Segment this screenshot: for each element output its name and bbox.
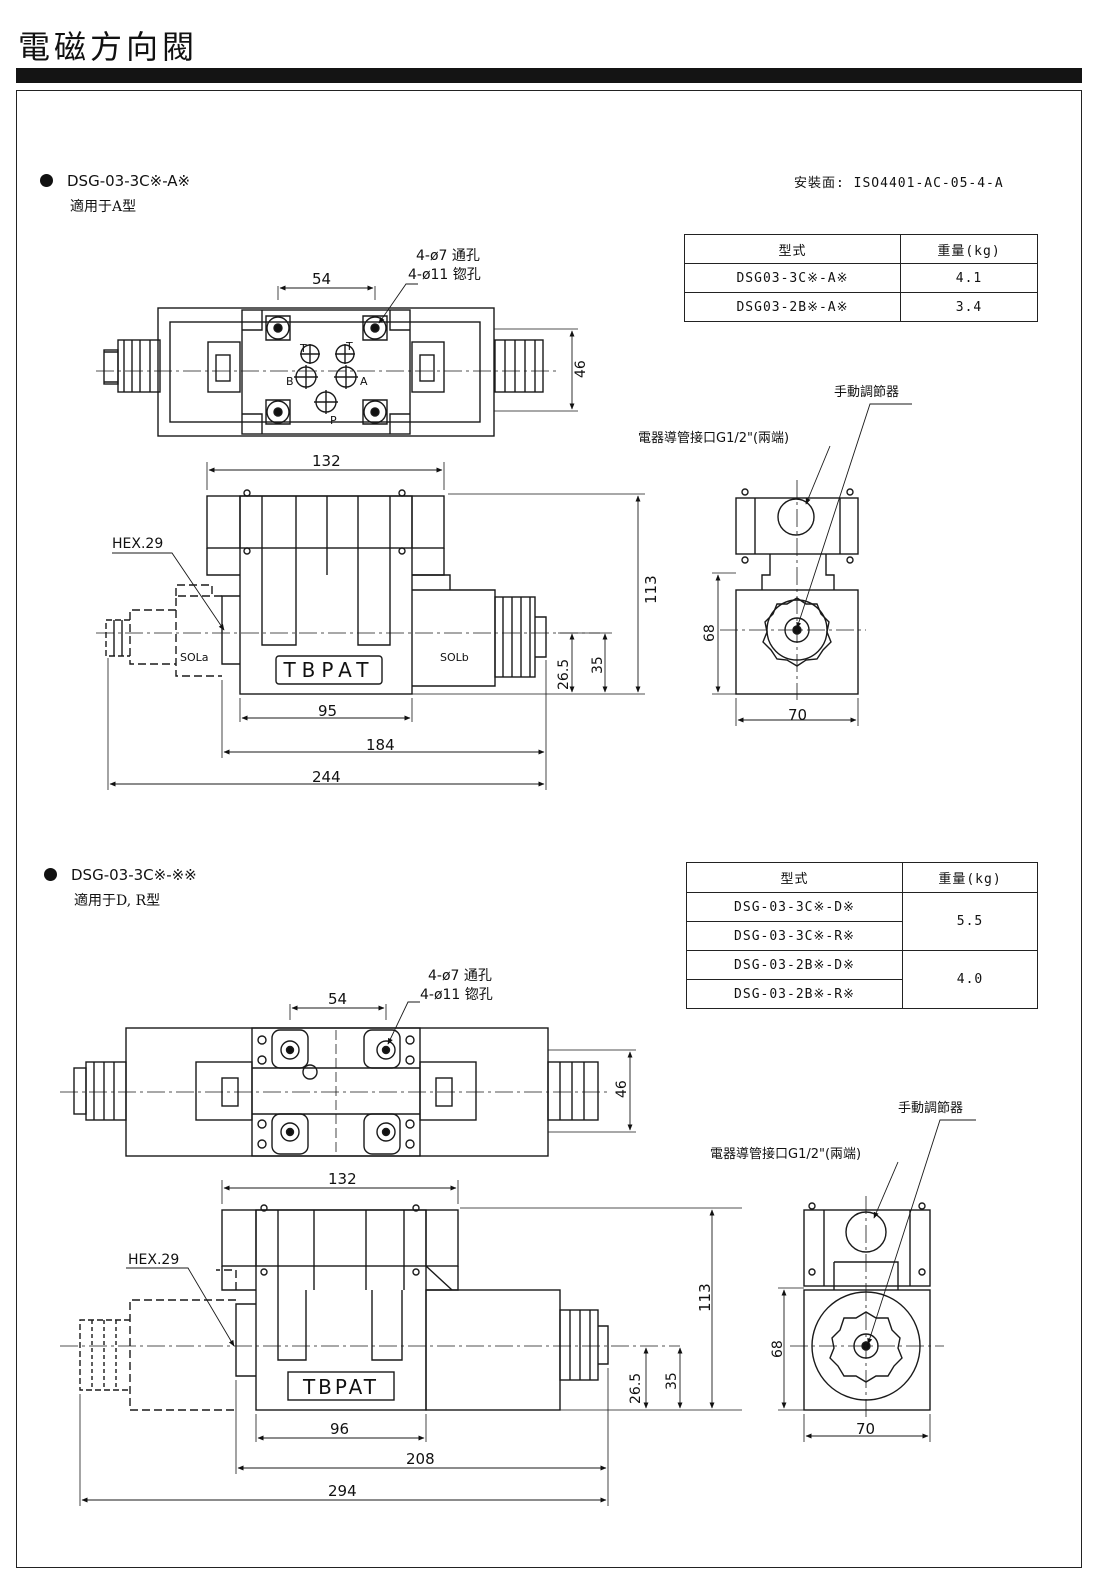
b-dim-54: 54 — [328, 990, 347, 1008]
b-hole-note-2: 4-ø11 锪孔 — [420, 987, 493, 1003]
table-row: DSG03-3C※-A※ 4.1 — [684, 263, 1038, 293]
section-a-weight-table: 型式 重量(kg) DSG03-3C※-A※ 4.1 DSG03-2B※-A※ … — [684, 234, 1038, 322]
b-hex-label: HEX.29 — [128, 1252, 179, 1268]
a-dim-70: 70 — [788, 706, 807, 724]
table-cell-weight: 4.0 — [902, 950, 1038, 1009]
b-dim-46: 46 — [614, 1080, 630, 1098]
b-dim-132: 132 — [328, 1170, 357, 1188]
b-dim-113: 113 — [696, 1283, 714, 1312]
table-cell-model: DSG03-3C※-A※ — [684, 263, 901, 293]
bullet-icon — [40, 174, 53, 187]
a-port-t1: T — [299, 342, 307, 355]
table-cell-model: DSG-03-2B※-D※ — [686, 950, 903, 980]
table-cell-model: DSG03-2B※-A※ — [684, 292, 901, 322]
b-dim-294: 294 — [328, 1482, 357, 1500]
section-b-side-view — [778, 1119, 976, 1442]
a-sol-a-label: SOLa — [180, 651, 209, 664]
table-header-model: 型式 — [686, 862, 903, 893]
a-hole-note-2: 4-ø11 锪孔 — [408, 267, 481, 283]
a-hole-note-1: 4-ø7 通孔 — [416, 248, 480, 264]
b-conduit-label: 電器導管接口G1/2"(兩端) — [710, 1146, 861, 1162]
a-dim-54: 54 — [312, 270, 331, 288]
a-hex-label: HEX.29 — [112, 536, 163, 552]
b-dim-208: 208 — [406, 1450, 435, 1468]
a-conduit-label: 電器導管接口G1/2"(兩端) — [638, 430, 789, 446]
a-dim-35: 35 — [590, 656, 606, 674]
section-b-heading: DSG-03-3C※-※※ — [44, 866, 197, 884]
section-b-applies: 適用于D, R型 — [74, 893, 161, 909]
a-dim-68: 68 — [702, 624, 718, 642]
a-port-b: B — [286, 375, 294, 388]
b-dim-35: 35 — [664, 1372, 680, 1390]
table-cell-weight: 3.4 — [900, 292, 1038, 322]
a-dim-46: 46 — [573, 360, 589, 378]
table-row: DSG03-2B※-A※ 3.4 — [684, 292, 1038, 322]
a-manual-label: 手動調節器 — [834, 385, 899, 400]
table-cell-model: DSG-03-3C※-D※ — [686, 892, 903, 922]
b-brand-plate: TBPAT — [302, 1375, 379, 1399]
table-row: DSG-03-2B※-D※ 4.0 — [686, 950, 1038, 1009]
table-row: DSG-03-2B※-R※ — [686, 979, 1038, 1009]
a-dim-132: 132 — [312, 452, 341, 470]
title-rule — [16, 68, 1082, 83]
b-hole-note-1: 4-ø7 通孔 — [428, 968, 492, 984]
section-b-top-view — [60, 1001, 636, 1157]
b-dim-70: 70 — [856, 1420, 875, 1438]
section-a-applies: 適用于A型 — [70, 199, 137, 215]
b-dim-68: 68 — [770, 1340, 786, 1358]
section-a-side-view — [712, 403, 912, 726]
section-b-weight-table: 型式 重量(kg) DSG-03-3C※-D※ 5.5 DSG-03-3C※-R… — [686, 862, 1038, 1009]
bullet-icon — [44, 868, 57, 881]
table-cell-model: DSG-03-3C※-R※ — [686, 921, 903, 951]
a-port-p: P — [330, 414, 337, 427]
section-b-model: DSG-03-3C※-※※ — [71, 866, 197, 884]
table-row: DSG-03-3C※-R※ — [686, 921, 1038, 951]
a-brand-plate: TBPAT — [282, 658, 374, 682]
b-dim-96: 96 — [330, 1420, 349, 1438]
a-dim-244: 244 — [312, 768, 341, 786]
section-a-model: DSG-03-3C※-A※ — [67, 172, 191, 190]
a-port-t2: T — [345, 340, 353, 353]
a-dim-26-5: 26.5 — [556, 659, 572, 690]
a-dim-113: 113 — [642, 575, 660, 604]
section-a-heading: DSG-03-3C※-A※ — [40, 172, 190, 190]
table-header-weight: 重量(kg) — [900, 234, 1038, 264]
page-title: 電磁方向閥 — [18, 28, 199, 66]
section-a-top-view — [96, 283, 578, 437]
section-a-mounting: 安裝面: ISO4401-AC-05-4-A — [794, 176, 1004, 191]
b-manual-label: 手動調節器 — [898, 1101, 963, 1116]
a-port-a: A — [360, 375, 368, 388]
drawing-frame — [16, 90, 1082, 1568]
section-a-front-view — [96, 462, 645, 790]
section-b-front-view — [60, 1180, 742, 1506]
table-cell-model: DSG-03-2B※-R※ — [686, 979, 903, 1009]
b-dim-26-5: 26.5 — [628, 1373, 644, 1404]
a-sol-b-label: SOLb — [440, 651, 469, 664]
table-cell-weight: 4.1 — [900, 263, 1038, 293]
table-row: DSG-03-3C※-D※ 5.5 — [686, 892, 1038, 951]
a-dim-95: 95 — [318, 702, 337, 720]
a-dim-184: 184 — [366, 736, 395, 754]
